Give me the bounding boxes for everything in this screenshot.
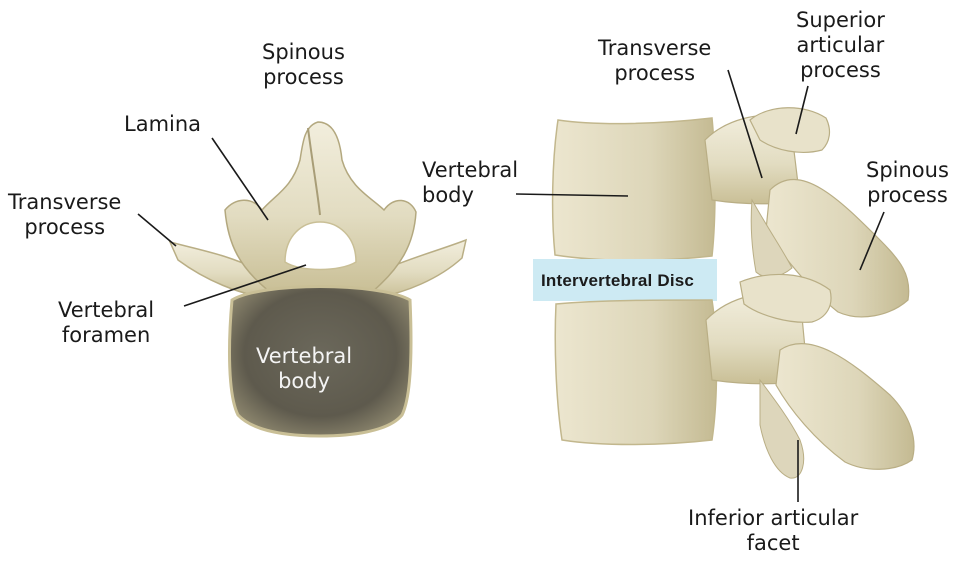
label-side-vertebral-body: Vertebral body <box>422 158 518 208</box>
leader-top-transverse <box>138 214 176 246</box>
label-intervertebral-disc: Intervertebral Disc <box>541 271 694 291</box>
label-side-transverse-process: Transverse process <box>598 36 711 86</box>
label-vertebral-foramen: Vertebral foramen <box>58 298 154 348</box>
label-inferior-articular-facet: Inferior articular facet <box>688 506 858 556</box>
label-lamina: Lamina <box>124 112 201 137</box>
label-top-vertebral-body: Vertebral body <box>256 344 352 394</box>
upper-vertebral-body-shape <box>553 118 715 260</box>
label-top-spinous-process: Spinous process <box>262 40 345 90</box>
lower-vertebral-body-shape <box>555 300 716 445</box>
label-side-spinous-process: Spinous process <box>866 158 949 208</box>
label-top-transverse-process: Transverse process <box>8 190 121 240</box>
label-superior-articular-process: Superior articular process <box>796 8 885 83</box>
